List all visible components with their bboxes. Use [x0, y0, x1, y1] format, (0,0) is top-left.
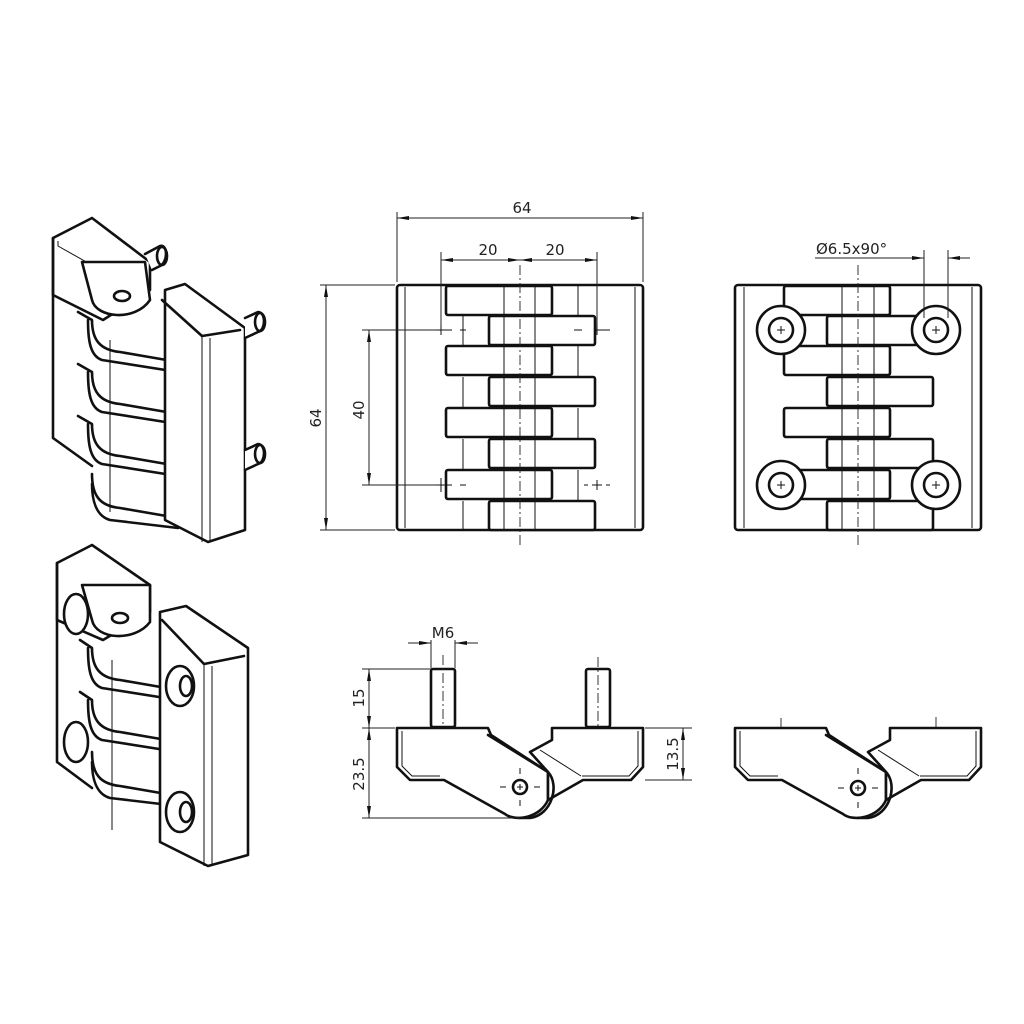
- stud-top-rear: [143, 244, 169, 272]
- countersink-hole-icon: [62, 720, 90, 764]
- dim-leaf-thickness: 13.5: [664, 737, 682, 770]
- pivot-hole-icon: [849, 779, 867, 797]
- pivot-hole-icon: [112, 289, 132, 303]
- countersink-hole-bottom-left: [755, 459, 807, 511]
- dim-countersink: Ø6.5x90°: [816, 240, 887, 258]
- pivot-hole-icon: [511, 778, 529, 796]
- isometric-view-holes: [55, 543, 250, 868]
- countersink-hole-bottom-right: [910, 459, 962, 511]
- stud-right-bottom: [243, 442, 267, 472]
- dim-stud-offset-left: 20: [478, 241, 497, 259]
- side-view-studs: [395, 655, 645, 820]
- isometric-view-studs: [51, 216, 267, 544]
- front-view: [395, 265, 645, 545]
- countersink-hole-top-left: [755, 304, 807, 356]
- countersink-hole-icon: [62, 592, 90, 636]
- rear-view: [733, 265, 983, 545]
- countersink-hole-top-right: [910, 304, 962, 356]
- dim-stud-offset-right: 20: [545, 241, 564, 259]
- dim-overall-width: 64: [512, 199, 531, 217]
- stud-centers: [436, 325, 610, 492]
- side-view-dimensions: M6 15 23.5 13.5: [350, 624, 692, 819]
- rear-view-dimensions: Ø6.5x90°: [815, 240, 970, 318]
- front-view-dimensions: 64 20 20 64 40: [307, 199, 644, 531]
- dim-stud-spacing: 40: [350, 400, 368, 419]
- dim-overall-depth: 23.5: [350, 757, 368, 790]
- pivot-hole-icon: [110, 611, 130, 625]
- stud-right-top: [243, 310, 267, 340]
- side-view-holes: [733, 717, 983, 820]
- dim-stud-length: 15: [350, 688, 368, 707]
- dim-thread: M6: [432, 624, 455, 642]
- dim-overall-height: 64: [307, 408, 325, 427]
